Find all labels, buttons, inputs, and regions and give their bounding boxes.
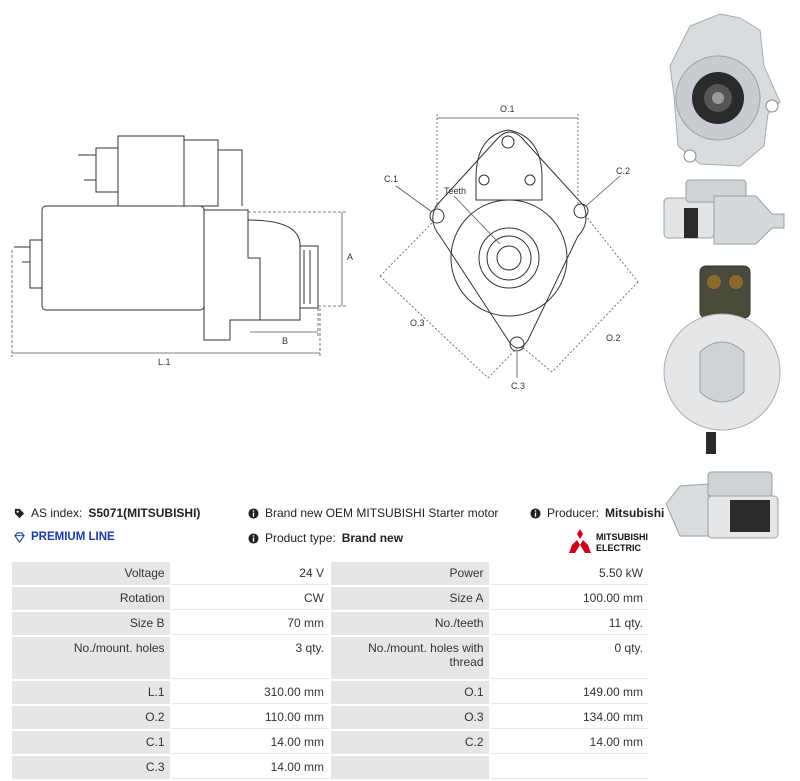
spec-key: L.1 [12,681,170,704]
starter-side-photo[interactable] [660,174,790,250]
table-row: L.1 310.00 mm O.1 149.00 mm [12,681,648,704]
spec-key: No./mount. holes [12,637,170,679]
spec-key: No./teeth [330,612,489,635]
spec-value: 14.00 mm [171,731,329,754]
as-index: AS index: S5071(MITSUBISHI) [14,506,200,520]
starter-angle-photo[interactable] [660,466,790,548]
teeth-label: Teeth [444,186,466,196]
technical-drawing: A B L.1 [11,104,639,391]
spec-key: O.3 [330,706,489,729]
logo-line2: ELECTRIC [596,543,642,553]
spec-key [330,756,489,779]
producer-value: Mitsubishi [605,506,665,520]
dim-o2-label: O.2 [606,333,621,343]
info-icon [248,532,259,544]
solenoid-terminals [95,147,119,193]
product-type-label: Product type: [265,531,336,545]
spec-value: 24 V [171,562,329,585]
three-diamonds-icon [569,529,591,553]
dim-c1-label: C.1 [384,174,398,184]
starter-front-photo[interactable] [660,6,790,172]
dim-o1-label: O.1 [500,104,515,114]
dim-a-label: A [347,252,353,262]
product-photos [660,0,800,560]
flange-outline [432,131,587,349]
spec-value: 310.00 mm [171,681,329,704]
spec-value: 5.50 kW [490,562,648,585]
spec-key: Power [330,562,489,585]
spec-key: No./mount. holes with thread [330,637,489,679]
logo-line1: MITSUBISHI [596,532,648,542]
dim-l1-label: L.1 [158,357,171,367]
spec-value: 100.00 mm [490,587,648,610]
spec-value: 0 qty. [490,637,648,679]
flange-bore-circle [450,199,568,317]
spec-value: 149.00 mm [490,681,648,704]
table-row: C.3 14.00 mm [12,756,648,779]
spec-key: O.1 [330,681,489,704]
table-row: Size B 70 mm No./teeth 11 qty. [12,612,648,635]
dim-b-label: B [282,336,288,346]
table-row: No./mount. holes 3 qty. No./mount. holes… [12,637,648,679]
technical-drawing-svg: A B L.1 [11,104,639,391]
mount-hole-c2 [573,203,589,219]
spec-value: 11 qty. [490,612,648,635]
premium-line-label: PREMIUM LINE [31,531,115,543]
product-type-value: Brand new [341,531,404,545]
as-index-value: S5071(MITSUBISHI) [88,506,201,520]
table-row: C.1 14.00 mm C.2 14.00 mm [12,731,648,754]
pinion-teeth-circle [486,235,532,281]
spec-key: C.1 [12,731,170,754]
spec-value: 70 mm [171,612,329,635]
spec-table: Voltage 24 V Power 5.50 kW Rotation CW S… [10,560,650,781]
info-icon [248,507,259,519]
diamond-icon [14,531,25,543]
mount-hole-c3 [509,336,525,352]
spec-value: CW [171,587,329,610]
dim-o3-label: O.3 [410,318,425,328]
spec-value: 14.00 mm [490,731,648,754]
motor-body-outline [41,205,205,311]
table-row: Voltage 24 V Power 5.50 kW [12,562,648,585]
as-index-label: AS index: [31,506,83,520]
dim-c3-label: C.3 [511,381,525,391]
spec-value: 134.00 mm [490,706,648,729]
drive-housing-outline [203,209,261,341]
spec-key: Size B [12,612,170,635]
premium-line-badge: PREMIUM LINE [14,531,115,543]
product-info: AS index: S5071(MITSUBISHI) PREMIUM LINE… [14,504,664,556]
table-row: Rotation CW Size A 100.00 mm [12,587,648,610]
producer: Producer: Mitsubishi [530,506,664,520]
tag-icon [14,508,25,518]
product-type: Product type: Brand new [248,531,403,545]
dim-c2-label: C.2 [616,166,630,176]
spec-key: Rotation [12,587,170,610]
mount-hole-c1 [429,208,445,224]
pinion-outline [299,245,319,309]
spec-value [490,756,648,779]
description: Brand new OEM MITSUBISHI Starter motor [248,506,498,520]
spec-key: O.2 [12,706,170,729]
mitsubishi-electric-logo: MITSUBISHI ELECTRIC [569,529,648,553]
solenoid-outline [117,135,185,207]
producer-label: Producer: [547,506,600,520]
spec-key: C.3 [12,756,170,779]
starter-back-photo[interactable] [660,262,790,462]
table-row: O.2 110.00 mm O.3 134.00 mm [12,706,648,729]
spec-key: Voltage [12,562,170,585]
spec-value: 3 qty. [171,637,329,679]
info-icon [530,507,541,519]
spec-value: 14.00 mm [171,756,329,779]
description-text: Brand new OEM MITSUBISHI Starter motor [265,506,499,520]
spec-value: 110.00 mm [171,706,329,729]
spec-key: C.2 [330,731,489,754]
spec-key: Size A [330,587,489,610]
